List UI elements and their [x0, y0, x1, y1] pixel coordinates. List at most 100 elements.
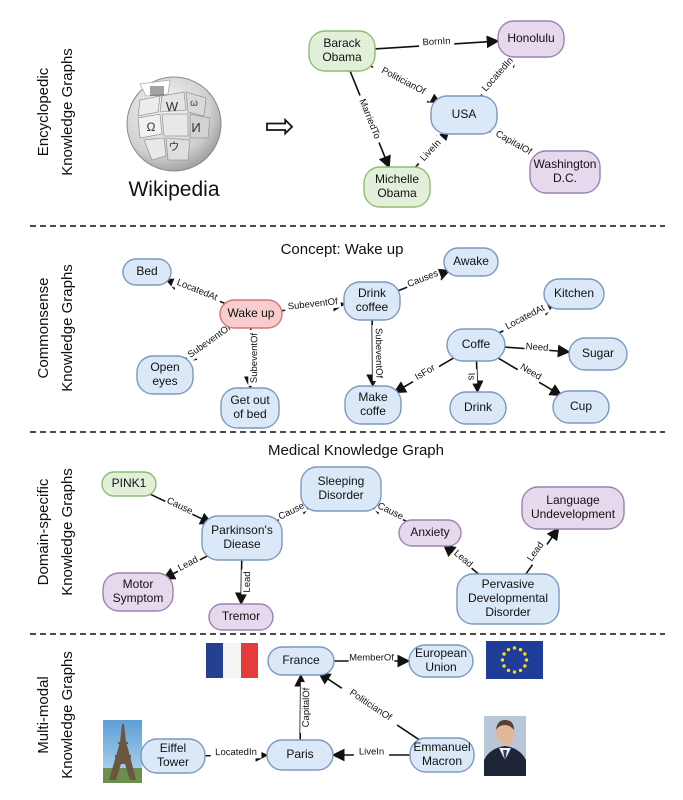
edge-label-bg [171, 275, 223, 306]
node-shape [409, 737, 475, 773]
node-label: Diease [223, 537, 261, 551]
edge-label: PoliticianOf [379, 65, 427, 97]
edge-label-bg [414, 133, 448, 168]
edge-label: BornIn [422, 36, 451, 49]
edge-subeventof-getout: SubeventOf [243, 327, 261, 390]
node-shape [497, 20, 565, 58]
node-shape [208, 603, 274, 631]
node-shape [430, 95, 498, 135]
node-shape [398, 519, 462, 547]
node-honolulu: Honolulu [497, 20, 565, 58]
edge-label: MemberOf [349, 653, 394, 664]
edge-label-bg [488, 125, 539, 161]
edge-livein-mac: LiveIn [331, 746, 410, 762]
edge-label-bg [353, 746, 390, 758]
edge-label: Cause [277, 500, 306, 522]
node-label: Anxiety [410, 525, 449, 539]
eu-star-icon [512, 646, 517, 650]
node-shape [102, 572, 174, 612]
node-label: Make [358, 390, 388, 404]
node-label: coffe [360, 404, 386, 418]
node-label: Obama [322, 50, 362, 64]
eiffel-tower-photo [103, 720, 142, 783]
node-bed: Bed [122, 258, 172, 286]
edge-label-bg [372, 324, 385, 382]
eu-star-icon [502, 652, 506, 656]
section-label-commonsense: Knowledge Graphs [59, 264, 76, 392]
edge-label: SubeventOf [287, 296, 338, 312]
edge-label-bg [354, 93, 385, 145]
node-shape [219, 299, 283, 329]
node-wakeup: Wake up [219, 299, 283, 329]
node-shape [122, 258, 172, 286]
node-shape [140, 738, 206, 774]
section-label-commonsense: Commonsense [35, 278, 52, 379]
wikipedia-globe-logo: W Ω И ウ ω [126, 76, 222, 172]
edge-label: CapitalOf [301, 687, 312, 727]
edge-label-bg [174, 552, 202, 576]
node-shape [543, 278, 605, 310]
node-label: Developmental [468, 591, 548, 605]
node-shape [220, 387, 280, 429]
node-label: Emmanuel [413, 740, 470, 754]
edge-label-bg [464, 369, 478, 384]
edge-label-bg [409, 359, 442, 386]
node-shape [300, 466, 382, 512]
edge-label-bg [248, 329, 261, 387]
edge-label-bg [371, 60, 436, 102]
node-label: eyes [152, 374, 177, 388]
node-label: Coffe [462, 337, 491, 351]
node-cup: Cup [552, 390, 610, 424]
node-label: Awake [453, 254, 489, 268]
node-shape [308, 30, 376, 72]
node-label: Honolulu [507, 31, 554, 45]
edge-bornin: BornIn [374, 34, 500, 50]
node-label: Kitchen [554, 286, 594, 300]
node-label: Symptom [113, 591, 164, 605]
eu-star-icon [502, 664, 506, 668]
edge-isfor: IsFor [393, 355, 457, 394]
edge-label: Lead [242, 571, 253, 592]
section-label-multimodal: Multi-modal [35, 676, 52, 754]
section-label-domain: Domain-specific [35, 478, 52, 585]
svg-text:ウ: ウ [169, 140, 180, 153]
eu-star-icon [512, 670, 517, 674]
node-shape [552, 390, 610, 424]
right-arrow-icon: ⇨ [265, 105, 295, 146]
node-label: Pervasive [482, 577, 535, 591]
node-label: Undevelopment [531, 507, 616, 521]
node-anxiety: Anxiety [398, 519, 462, 547]
node-label: coffee [356, 300, 389, 314]
node-shape [363, 166, 431, 208]
eu-star-icon [524, 658, 529, 662]
edge-label: PoliticianOf [347, 687, 393, 723]
node-label: Wake up [228, 306, 275, 320]
edge-subeventof-make: SubeventOf [366, 319, 385, 388]
node-label: Disorder [318, 488, 363, 502]
edge-label: LiveIn [359, 747, 384, 758]
edge-capitalof-wash: CapitalOf [486, 125, 540, 161]
edge-livein-mich: LiveIn [412, 130, 450, 171]
node-shape [408, 644, 474, 678]
node-label: Barack [323, 36, 361, 50]
node-label: Drink [358, 286, 387, 300]
edge-label-bg [210, 746, 262, 759]
node-label: France [282, 653, 320, 667]
edge-capitalof-paris: CapitalOf [294, 673, 313, 741]
node-label: Disorder [485, 605, 530, 619]
svg-text:И: И [191, 120, 200, 135]
eu-star-icon [523, 664, 527, 668]
svg-text:Ω: Ω [147, 120, 156, 134]
french-flag [206, 643, 258, 678]
section-label-domain: Knowledge Graphs [59, 468, 76, 596]
edge-is: Is [464, 360, 484, 394]
edge-lead-motor: Lead [162, 552, 214, 580]
node-label: Union [425, 660, 456, 674]
node-tremor: Tremor [208, 603, 274, 631]
